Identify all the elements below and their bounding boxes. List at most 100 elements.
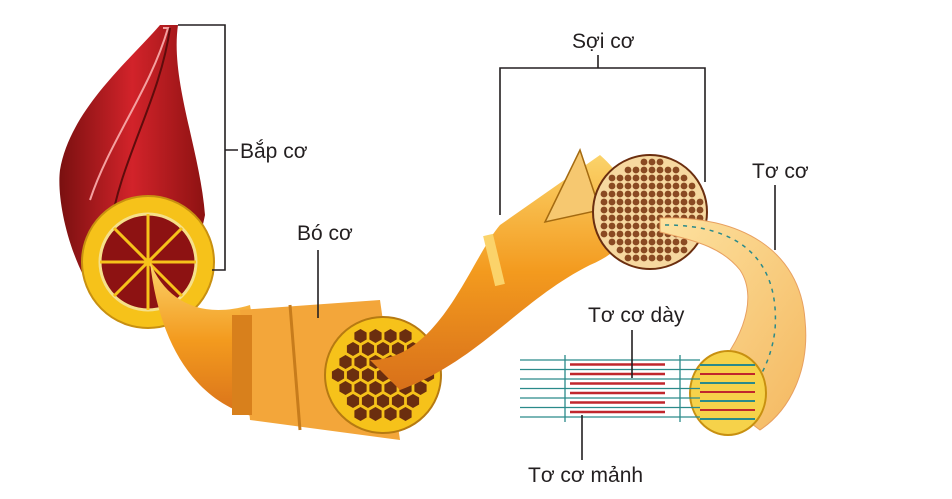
myofibril-dot [656,246,664,254]
fiber-bundle-hexagon [369,381,382,395]
myofibril-dot [656,174,664,182]
myofibril-dot [608,230,616,238]
fiber-bundle-hexagon [361,368,375,382]
fiber-bundle-hexagon [339,355,352,369]
myofibril-dot [664,190,672,198]
myofibril-dot [672,246,680,254]
myofibril-dot [640,214,648,222]
fiber-bundle-hexagon [354,407,367,421]
myofibril-dot [656,190,664,198]
myofibril-dot [680,206,688,214]
myofibril-dot [656,198,664,206]
fiber-bundle-hexagon [346,368,360,382]
fiber-bundle-hexagon [384,407,397,421]
fiber-bundle-hexagon [406,394,420,408]
label-myofibril: Tơ cơ [752,160,809,183]
myofibril-dot [640,158,648,166]
label-muscle: Bắp cơ [240,140,308,163]
myofibril-dot [664,238,672,246]
fiber-bundle-hexagon [331,368,345,382]
myofibril-dot [632,206,640,214]
myofibril-dot [600,206,608,214]
myofibril-dot [624,214,632,222]
fiber-bundle-hexagon [361,342,375,356]
myofibril-dot [648,238,656,246]
myofibril-dot [680,190,688,198]
label-thin-filament: Tơ cơ mảnh [528,464,643,487]
sarcomere-filaments [520,355,700,422]
myofibril-dot [648,174,656,182]
label-thick-filament: Tơ cơ dày [588,304,685,327]
myofibril-dot [648,166,656,174]
myofibril-dot [664,166,672,174]
fiber-bundle-hexagon [384,329,397,343]
myofibril-dot [600,222,608,230]
myofibril-dot [624,190,632,198]
myofibril-dot [648,246,656,254]
label-lines [178,24,776,460]
myofibril-dot [680,238,688,246]
myofibril-dot [664,182,672,190]
myofibril-dot [632,246,640,254]
myofibril-dot [696,206,704,214]
myofibril-dot [656,158,664,166]
myofibril-dot [608,206,616,214]
myofibril-dot [632,174,640,182]
myofibril-dot [632,214,640,222]
myofibril-dot [616,238,624,246]
fiber-bundle-hexagon [369,329,382,343]
myofibril-dot [624,238,632,246]
myofibril-dot [624,198,632,206]
myofibril-dot [680,174,688,182]
myofibril-dot [656,166,664,174]
myofibril-dot [688,206,696,214]
fiber-bundle-hexagon [346,394,360,408]
myofibril-dot [648,214,656,222]
myofibril-dot [648,222,656,230]
fiber-bundle-hexagon [354,329,367,343]
myofibril-dot [608,198,616,206]
myofibril-dot [624,182,632,190]
fiber-bundle-hexagon [399,407,412,421]
fiber-bundle-hexagon [376,342,390,356]
myofibril-dot [608,222,616,230]
myofibril-dot [656,238,664,246]
myofibril-dot [680,182,688,190]
myofibril-dot [600,230,608,238]
myofibril-dot [624,206,632,214]
fiber-bundle-hexagon [414,381,427,395]
myofibril-dot [632,254,640,262]
myofibril-dot [624,222,632,230]
myofibril-dot [616,214,624,222]
myofibril-dot [664,206,672,214]
myofibril-dot [648,206,656,214]
myofibril-dot [616,206,624,214]
myofibril-dot [664,254,672,262]
myofibril-dot [624,174,632,182]
myofibril-dot [688,182,696,190]
myofibril-dot [640,238,648,246]
myofibril-dot [616,198,624,206]
myofibril-dot [616,246,624,254]
myofibril-dot [648,230,656,238]
myofibril-dot [672,190,680,198]
myofibril-dot [672,182,680,190]
myofibril-dot [624,254,632,262]
myofibril-dot [600,198,608,206]
myofibril-dot [632,190,640,198]
myofibril-dot [632,166,640,174]
myofibril-dot [640,254,648,262]
myofibril-dot [608,214,616,222]
myofibril-dot [648,190,656,198]
fiber-bundle-hexagon [339,381,352,395]
myofibril-dot [648,182,656,190]
myofibril-dot [672,206,680,214]
fiber-bundle-hexagon [399,329,412,343]
myofibril-dot [664,246,672,254]
myofibril-dot [608,238,616,246]
myofibril-dot [648,198,656,206]
myofibril-dot [656,254,664,262]
myofibril-dot [656,182,664,190]
myofibril-dot [600,214,608,222]
myofibril-dot [624,166,632,174]
